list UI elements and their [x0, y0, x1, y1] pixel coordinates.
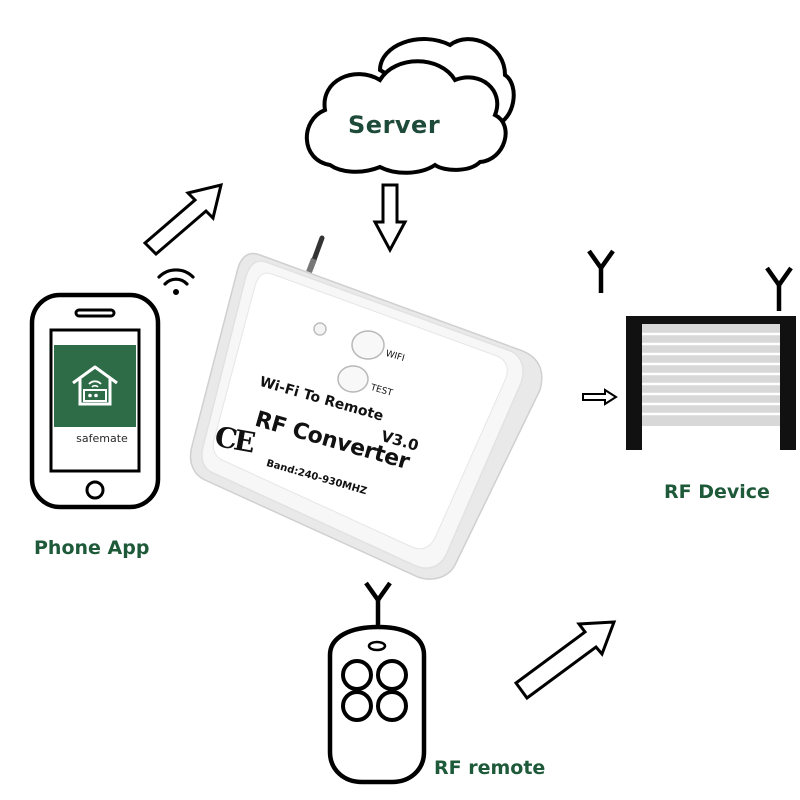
server-label: Server — [348, 111, 441, 139]
server-cloud — [304, 37, 516, 175]
rf-device-label: RF Device — [664, 481, 770, 503]
wifi-icon — [157, 268, 195, 295]
ce-mark: CE — [212, 420, 256, 460]
rf-remote-label: RF remote — [434, 757, 546, 779]
converter-antenna — [306, 235, 325, 274]
antenna-icon — [587, 249, 615, 293]
rf-device-shutter — [626, 316, 796, 450]
rf-remote — [327, 624, 427, 785]
app-name-label: safemate — [76, 432, 128, 445]
arrow-phone-to-server — [142, 182, 224, 257]
safemate-app-icon — [54, 345, 136, 427]
arrow-server-to-converter — [372, 183, 408, 254]
rf-converter-device — [189, 235, 543, 580]
arrow-remote-to-device — [513, 620, 617, 701]
arrow-converter-to-device — [582, 388, 618, 406]
antenna-icon — [364, 581, 392, 625]
phone-app-label: Phone App — [34, 537, 150, 559]
antenna-icon — [765, 266, 793, 311]
